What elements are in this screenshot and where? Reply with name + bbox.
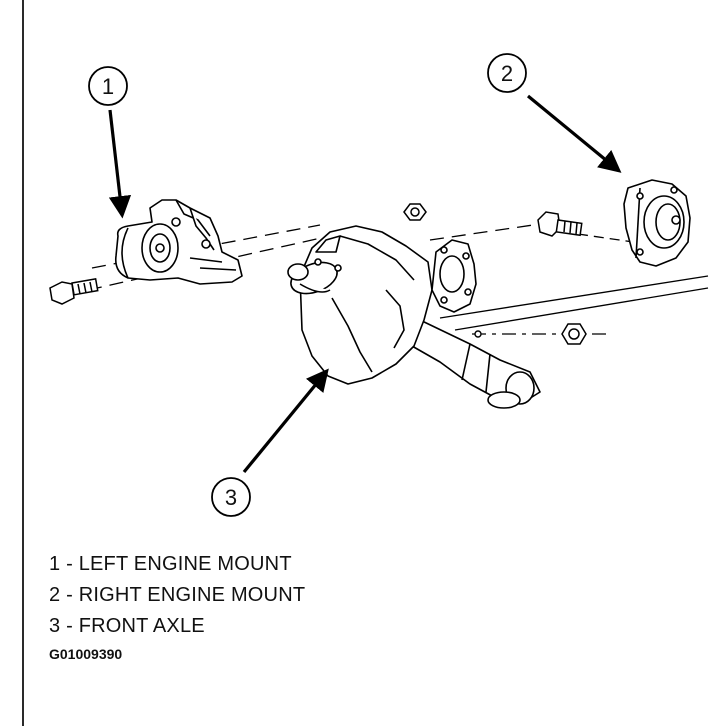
front-axle: [287, 225, 541, 409]
callout-3-arrow: [242, 368, 329, 474]
callout-leaders: [108, 94, 622, 474]
page-left-border: [0, 0, 24, 726]
callout-3-number: 3: [225, 485, 237, 510]
axle-mount-hole: [474, 330, 482, 338]
callout-1-arrow: [108, 109, 132, 219]
legend-item-front-axle: 3 - FRONT AXLE: [49, 615, 205, 637]
callout-1: 1: [88, 66, 128, 106]
parts-legend: 1 - LEFT ENGINE MOUNT 2 - RIGHT ENGINE M…: [49, 549, 305, 642]
lower-nut: [561, 323, 587, 345]
callout-1-number: 1: [102, 74, 114, 99]
upper-nut: [403, 203, 427, 221]
callout-2: 2: [487, 53, 527, 93]
legend-item-left-engine-mount: 1 - LEFT ENGINE MOUNT: [49, 553, 292, 575]
callout-2-number: 2: [501, 61, 513, 86]
right-engine-mount: [623, 179, 691, 267]
legend-item-right-engine-mount: 2 - RIGHT ENGINE MOUNT: [49, 584, 306, 606]
right-mount-bolt: [537, 211, 583, 237]
exploded-view-diagram: 1 2 3: [49, 53, 709, 517]
left-engine-mount: [114, 199, 243, 285]
callout-3: 3: [211, 477, 251, 517]
left-mount-bolt: [49, 277, 99, 305]
callout-2-arrow: [526, 94, 622, 173]
figure-code: G01009390: [49, 646, 123, 662]
